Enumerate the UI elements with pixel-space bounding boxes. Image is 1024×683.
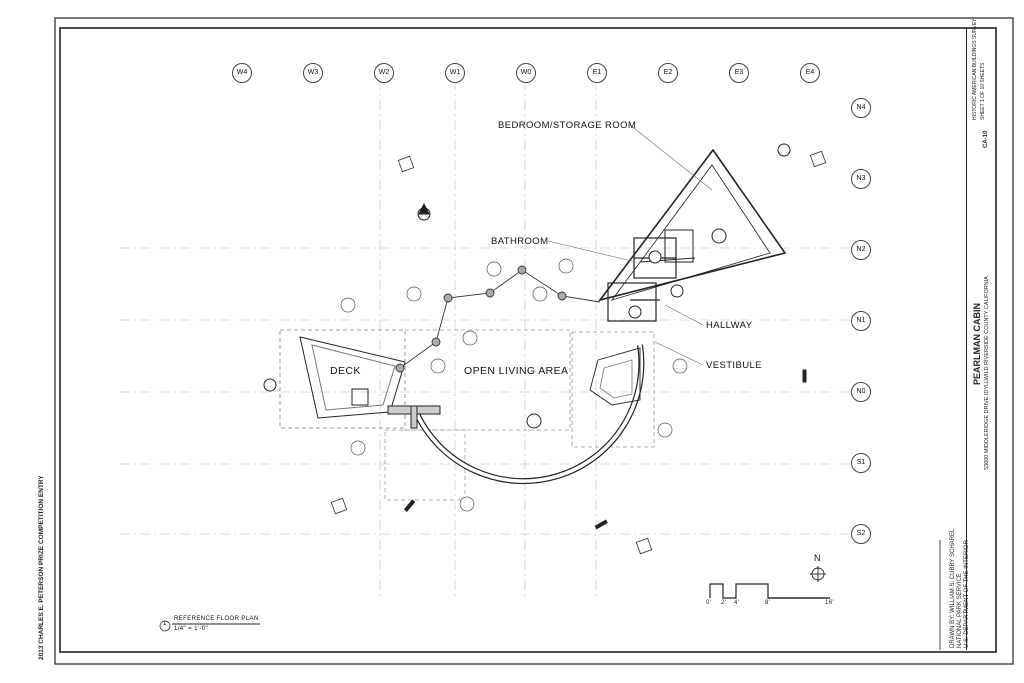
grid-row-n4: N4 <box>851 98 871 118</box>
project-address: 53600 MIDDLERIDGE DRIVE IDYLLWILD RIVERS… <box>984 276 990 470</box>
inner-border <box>59 27 997 653</box>
grid-col-e2: E2 <box>658 63 678 83</box>
grid-col-w1: W1 <box>445 63 465 83</box>
plan-number: 1 <box>163 621 167 627</box>
plan-number-bubble <box>159 620 171 632</box>
scale-0: 0' <box>706 600 712 606</box>
hab-number: CA-10 <box>983 130 989 148</box>
survey-traverse <box>395 265 601 373</box>
scale-4: 4' <box>734 600 740 606</box>
label-deck: DECK <box>330 365 361 377</box>
section-markers <box>263 143 807 530</box>
grid-col-w2: W2 <box>374 63 394 83</box>
grid-col-e1: E1 <box>587 63 607 83</box>
grid-row-s2: S2 <box>851 524 871 544</box>
grid-row-n1: N1 <box>851 311 871 331</box>
vestibule-inner <box>599 359 633 399</box>
label-bedroom-storage: BEDROOM/STORAGE ROOM <box>498 120 637 131</box>
scale-16: 16' <box>825 600 835 606</box>
scale-bar <box>709 583 830 599</box>
plan-title: REFERENCE FLOOR PLAN <box>174 616 259 622</box>
grid-col-w3: W3 <box>303 63 323 83</box>
grid-col-w4: W4 <box>232 63 252 83</box>
competition-entry: 2013 CHARLES E. PETERSON PRIZE COMPETITI… <box>38 475 45 660</box>
grid-col-w0: W0 <box>516 63 536 83</box>
north-label: N <box>814 553 821 563</box>
outer-border <box>54 17 1014 665</box>
detail-bubbles <box>340 258 688 512</box>
grid-row-n0: N0 <box>851 382 871 402</box>
grid-row-n2: N2 <box>851 240 871 260</box>
label-hallway: HALLWAY <box>706 320 753 331</box>
bathroom-block <box>607 237 677 322</box>
label-vestibule: VESTIBULE <box>706 360 762 371</box>
leader-lines <box>547 124 713 366</box>
title-block <box>966 28 995 650</box>
drawn-by: DRAWN BY: WILLIAM S. CUBBY SCHAREL <box>950 528 956 648</box>
north-arrow <box>810 566 826 582</box>
scale-2: 2' <box>721 600 727 606</box>
grid-col-e4: E4 <box>800 63 820 83</box>
project-title: PEARLMAN CABIN <box>972 303 982 385</box>
vestibule-shape <box>589 347 641 406</box>
plan-scale: 1/4" = 1'-0" <box>174 626 209 632</box>
scale-8: 8' <box>765 600 771 606</box>
deck <box>279 329 406 429</box>
survey-name: HISTORIC AMERICAN BUILDINGS SURVEY <box>972 18 978 120</box>
grid-lines <box>120 80 850 600</box>
grid-col-e3: E3 <box>729 63 749 83</box>
elevation-markers <box>330 150 827 555</box>
sheet-count: SHEET 1 OF 10 SHEETS <box>980 62 986 120</box>
bedroom-storage <box>597 148 787 302</box>
curved-wall <box>387 344 645 485</box>
agency-nps: NATIONAL PARK SERVICE <box>957 573 963 648</box>
label-open-living-area: OPEN LIVING AREA <box>464 365 569 377</box>
grid-row-s1: S1 <box>851 453 871 473</box>
label-bathroom: BATHROOM <box>491 236 549 247</box>
grid-row-n3: N3 <box>851 169 871 189</box>
